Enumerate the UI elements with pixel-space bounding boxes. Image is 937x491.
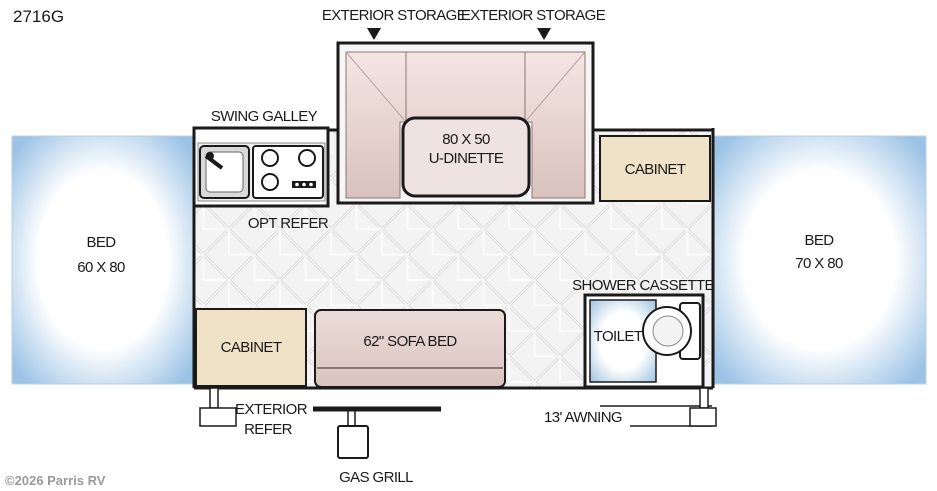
- bed-left-title: BED: [86, 234, 116, 251]
- shower-cassette: SHOWER CASSETTE TOILET: [572, 277, 715, 389]
- bed-left: BED 60 X 80: [11, 135, 195, 385]
- shower-cassette-label: SHOWER CASSETTE: [572, 277, 714, 294]
- arrow-down-icon: [537, 28, 551, 40]
- stove-icon: [252, 145, 324, 199]
- swing-galley-label: SWING GALLEY: [211, 108, 318, 125]
- exterior-refer-line2: REFER: [244, 421, 293, 438]
- walls: [192, 128, 715, 390]
- gas-grill-label: GAS GRILL: [339, 469, 413, 486]
- exterior-storage-right-label: EXTERIOR STORAGE: [461, 7, 606, 24]
- exterior-refer-line1: EXTERIOR: [235, 401, 308, 418]
- cabinet-left-label: CABINET: [221, 339, 282, 356]
- model-label: 2716G: [13, 7, 64, 26]
- awning-label: 13' AWNING: [544, 409, 622, 426]
- dinette-name: U-DINETTE: [429, 150, 504, 167]
- bed-right: BED 70 X 80: [713, 135, 927, 385]
- swing-galley: SWING GALLEY OPT REFER: [192, 108, 330, 232]
- exterior-storage-left-label: EXTERIOR STORAGE: [322, 7, 467, 24]
- arrow-down-icon: [367, 28, 381, 40]
- toilet-label: TOILET: [594, 328, 643, 345]
- bed-right-title: BED: [804, 232, 834, 249]
- sofa-bed: 62" SOFA BED: [314, 309, 506, 388]
- bumper-left: [199, 387, 237, 427]
- sofa-bed-label: 62" SOFA BED: [363, 333, 457, 350]
- bed-left-size: 60 X 80: [77, 259, 125, 276]
- gas-grill-icon: [337, 411, 369, 459]
- copyright: ©2026 Parris RV: [5, 473, 106, 488]
- cabinet-left: CABINET: [195, 308, 307, 387]
- opt-refer-label: OPT REFER: [248, 215, 329, 232]
- cabinet-right-label: CABINET: [625, 161, 686, 178]
- toilet-icon: [642, 302, 701, 360]
- dinette-size: 80 X 50: [442, 131, 490, 148]
- dinette-bumpout: 80 X 50 U-DINETTE: [336, 41, 595, 205]
- cabinet-right: CABINET: [599, 135, 711, 202]
- bed-right-size: 70 X 80: [795, 255, 843, 272]
- awning: [600, 387, 717, 427]
- sink-icon: [199, 145, 250, 199]
